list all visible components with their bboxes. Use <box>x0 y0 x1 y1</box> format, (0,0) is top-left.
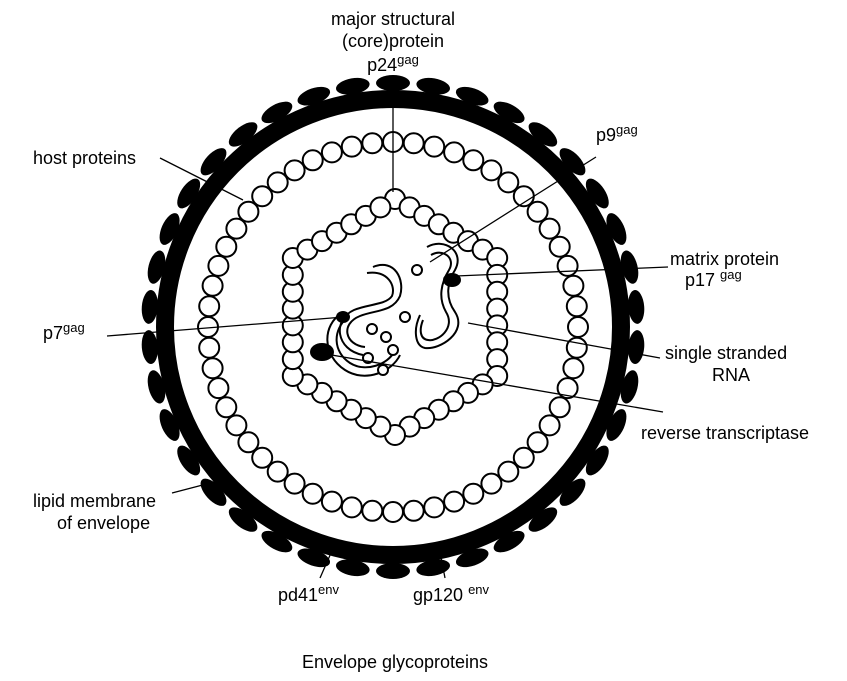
label-major-structural: major structural <box>293 9 493 30</box>
rna-strand-right <box>416 244 458 348</box>
capsid-bead <box>568 317 588 337</box>
capsid-bead <box>563 276 583 296</box>
capsid-bead <box>383 502 403 522</box>
capsid-bead <box>199 338 219 358</box>
rt-blob <box>310 343 334 361</box>
label-core-protein: (core)protein <box>293 31 493 52</box>
core-small-circle <box>388 345 398 355</box>
core-small-circle <box>378 365 388 375</box>
rna-strand-left <box>347 265 401 347</box>
label-envelope-glycoproteins: Envelope glycoproteins <box>230 652 560 673</box>
glycoprotein-knob <box>376 75 410 91</box>
capsid-bead <box>216 237 236 257</box>
capsid-bead <box>567 338 587 358</box>
core-bead <box>370 197 390 217</box>
capsid-bead <box>567 296 587 316</box>
core-hexagon-beads <box>283 189 507 445</box>
label-gp120: gp120 env <box>413 585 489 606</box>
capsid-bead <box>208 378 228 398</box>
capsid-bead <box>528 202 548 222</box>
label-lipid-membrane: lipid membrane <box>33 491 156 512</box>
rna-strand-lower <box>327 313 400 376</box>
capsid-bead <box>203 276 223 296</box>
capsid-bead <box>208 256 228 276</box>
core-black-blobs <box>310 273 461 361</box>
capsid-bead <box>481 474 501 494</box>
capsid-bead <box>322 492 342 512</box>
leader-p7 <box>107 317 344 336</box>
capsid-bead <box>203 358 223 378</box>
capsid-bead <box>481 160 501 180</box>
core-small-circle <box>400 312 410 322</box>
capsid-bead <box>285 474 305 494</box>
core-small-circles <box>363 265 422 375</box>
capsid-bead <box>199 296 219 316</box>
glycoprotein-knob <box>376 563 410 579</box>
label-p24: p24gag <box>293 55 493 76</box>
capsid-bead <box>463 150 483 170</box>
capsid-bead <box>424 497 444 517</box>
rna-strand-right-inner <box>421 253 451 341</box>
capsid-bead <box>268 172 288 192</box>
capsid-bead <box>303 150 323 170</box>
capsid-bead <box>226 415 246 435</box>
label-host-proteins: host proteins <box>33 148 136 169</box>
capsid-bead <box>444 142 464 162</box>
matrix-blob <box>443 273 461 287</box>
core-small-circle <box>381 332 391 342</box>
capsid-bead <box>404 501 424 521</box>
label-p7: p7gag <box>43 323 85 344</box>
label-reverse-transcriptase: reverse transcriptase <box>641 423 809 444</box>
label-of-envelope: of envelope <box>57 513 150 534</box>
label-p17: p17 gag <box>685 270 742 291</box>
capsid-bead <box>563 358 583 378</box>
capsid-bead <box>424 137 444 157</box>
capsid-bead <box>226 219 246 239</box>
capsid-bead <box>558 256 578 276</box>
capsid-bead <box>498 462 518 482</box>
capsid-bead <box>463 484 483 504</box>
capsid-bead <box>362 133 382 153</box>
label-rna: RNA <box>712 365 750 386</box>
capsid-bead <box>322 142 342 162</box>
capsid-bead <box>342 497 362 517</box>
capsid-bead <box>540 415 560 435</box>
capsid-bead <box>303 484 323 504</box>
core-small-circle <box>367 324 377 334</box>
capsid-bead <box>285 160 305 180</box>
label-p9: p9gag <box>596 125 638 146</box>
capsid-bead <box>216 397 236 417</box>
capsid-bead <box>404 133 424 153</box>
label-single-stranded: single stranded <box>665 343 787 364</box>
capsid-bead <box>238 432 258 452</box>
capsid-bead <box>444 492 464 512</box>
capsid-bead <box>342 137 362 157</box>
core-small-circle <box>412 265 422 275</box>
capsid-bead <box>550 237 570 257</box>
capsid-bead <box>540 219 560 239</box>
capsid-bead <box>550 397 570 417</box>
capsid-bead <box>362 501 382 521</box>
label-pd41: pd41env <box>278 585 339 606</box>
